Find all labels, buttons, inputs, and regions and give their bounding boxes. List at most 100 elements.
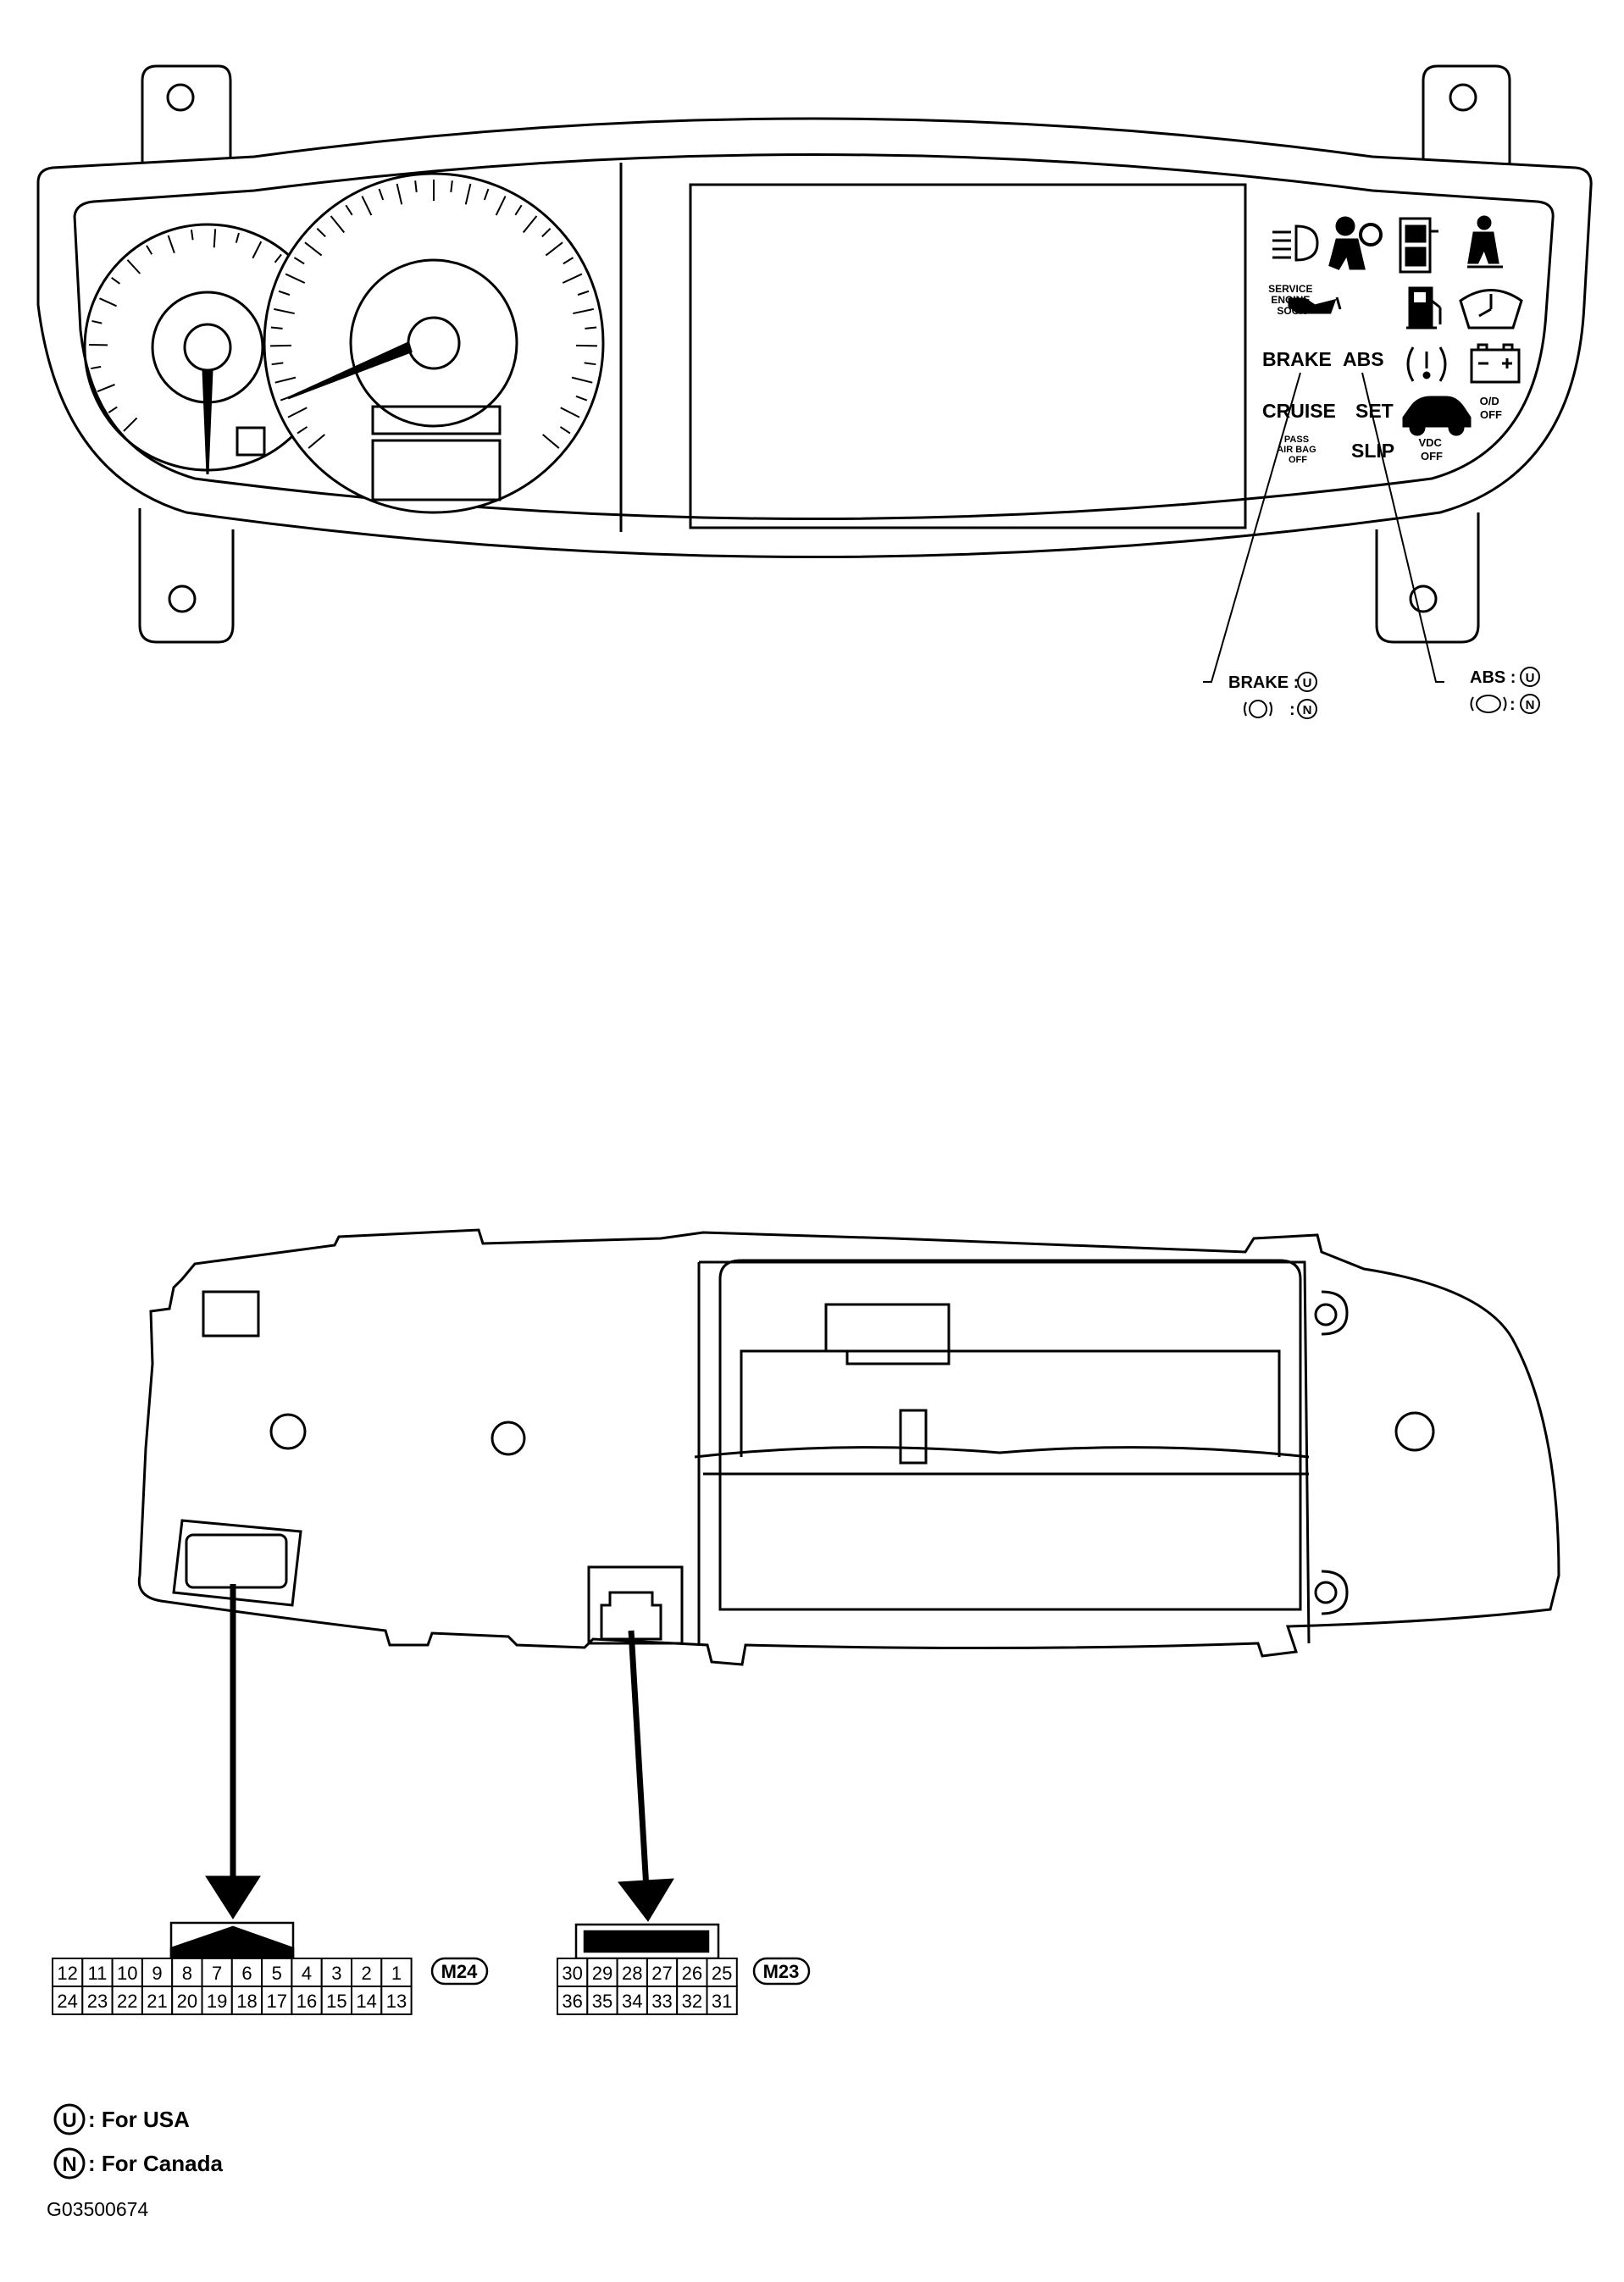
gauge-tick <box>99 297 117 307</box>
gauge-tick <box>270 326 283 330</box>
m23-pin-number: 26 <box>682 1963 702 1984</box>
gauge-tick <box>563 257 574 265</box>
gauge-tick <box>495 196 507 216</box>
gauge-tick <box>126 259 141 274</box>
m24-pin-cell <box>81 1986 114 2015</box>
m24-pin-cell <box>380 1958 413 1987</box>
m24-pin-number: 14 <box>356 1991 376 2012</box>
m24-pin-number: 5 <box>272 1963 282 1984</box>
canada-symbol-icon: N <box>1520 694 1540 714</box>
gauge-tick <box>345 204 353 216</box>
gauge-tick <box>167 235 175 254</box>
gauge-tick <box>274 307 295 315</box>
gauge-tick <box>450 180 453 193</box>
gauge-tick <box>213 229 217 248</box>
set-label: SET <box>1355 400 1394 422</box>
legend-canada-row: N : For Canada <box>53 2147 223 2180</box>
m23-pin-number: 25 <box>712 1963 732 1984</box>
m24-pin-number: 20 <box>177 1991 197 2012</box>
m24-pin-number: 9 <box>152 1963 162 1984</box>
m23-pin-cell <box>706 1986 738 2015</box>
rear-mount-hole <box>491 1421 526 1456</box>
m24-pin-number: 17 <box>267 1991 287 2012</box>
gauge-tick <box>146 245 153 255</box>
gauge-tick <box>559 426 571 435</box>
gauge-tick <box>235 232 240 243</box>
brake-canada-callout: : <box>1289 701 1295 719</box>
m23-id-badge: M23 <box>752 1957 811 1986</box>
m23-pin-number: 36 <box>562 1991 582 2012</box>
legend-canada-text: : For Canada <box>88 2151 223 2176</box>
mounting-tab-top-left <box>141 64 232 169</box>
m24-pin-number: 23 <box>87 1991 108 2012</box>
m24-pin-cell <box>380 1986 413 2015</box>
gauge-tick <box>584 362 596 366</box>
m24-pin-number: 12 <box>57 1963 77 1984</box>
mounting-tab-bottom-left <box>138 508 235 644</box>
legend: U : For USA N : For Canada G03500674 <box>47 2103 223 2220</box>
m24-id-badge: M24 <box>430 1957 489 1986</box>
rear-mount-hole <box>1394 1411 1435 1452</box>
cruise-label: CRUISE <box>1262 400 1336 422</box>
m23-pin-number: 33 <box>651 1991 672 2012</box>
m24-pin-number: 11 <box>88 1963 108 1984</box>
m23-pin-cell <box>706 1958 738 1987</box>
oil-pressure-icon <box>1288 296 1342 314</box>
m24-connector-socket <box>185 1533 288 1589</box>
m23-id-label: M23 <box>763 1961 800 1982</box>
m24-pin-number: 4 <box>302 1963 312 1984</box>
canada-symbol-icon: N <box>53 2147 86 2180</box>
display-module <box>718 1259 1302 1611</box>
m23-pin-number: 31 <box>712 1991 732 2012</box>
m24-pin-number: 15 <box>326 1991 346 2012</box>
gauge-tick <box>575 395 588 402</box>
usa-symbol-icon: U <box>1520 667 1540 687</box>
pass-airbag-off-label: PASS AIR BAG OFF <box>1277 435 1319 465</box>
m23-pin-cell <box>616 1958 648 1987</box>
gauge-tick <box>330 215 346 234</box>
gauge-tick <box>577 290 590 296</box>
gauge-tick <box>560 407 580 418</box>
gauge-tick <box>91 319 103 324</box>
headlamp-icon <box>1272 224 1319 262</box>
gauge-tick <box>396 183 403 205</box>
brake-usa-callout: BRAKE : <box>1228 673 1299 692</box>
gauge-tick <box>91 365 102 370</box>
gauge-tick <box>571 376 593 384</box>
gauge-tick <box>573 307 594 315</box>
m24-id-label: M24 <box>441 1961 479 1982</box>
gauge-tick <box>316 228 326 238</box>
gauge-tick <box>108 406 118 413</box>
m24-pin-number: 24 <box>57 1991 77 2012</box>
od-off-label: O/D OFF <box>1480 395 1503 421</box>
brake-warning-label: BRAKE <box>1262 348 1332 370</box>
legend-usa-text: : For USA <box>88 2107 190 2132</box>
gauge-tick <box>585 326 597 330</box>
fuel-icon <box>1406 286 1442 330</box>
m24-pin-number: 19 <box>207 1991 227 2012</box>
cluster-front-view <box>36 64 1593 644</box>
abs-usa-callout: ABS : <box>1470 668 1516 687</box>
cluster-rear-view <box>137 1228 1560 1666</box>
mounting-tab-bottom-right <box>1375 512 1480 644</box>
gauge-tick <box>97 384 115 393</box>
m23-pin-number: 35 <box>592 1991 612 2012</box>
gauge-tick <box>123 417 138 432</box>
svg-text:N: N <box>62 2153 76 2176</box>
warning-lamp-labels: SERVICE ENGINE SOON BRAKE ABS CRUISE SET… <box>1262 283 1502 465</box>
m24-pin-cell <box>261 1958 293 1987</box>
svg-text:U: U <box>62 2109 76 2132</box>
svg-text:N: N <box>1303 703 1312 717</box>
airbag-icon <box>1328 216 1383 270</box>
m23-pin-number: 34 <box>622 1991 642 2012</box>
gauge-tick <box>378 188 385 201</box>
m24-pin-number: 13 <box>386 1991 407 2012</box>
m24-pin-number: 6 <box>241 1963 252 1984</box>
m23-connector-housing <box>587 1565 684 1645</box>
washer-icon <box>1459 289 1523 330</box>
m24-pin-number: 16 <box>297 1991 317 2012</box>
rear-mount-hole <box>269 1413 307 1450</box>
